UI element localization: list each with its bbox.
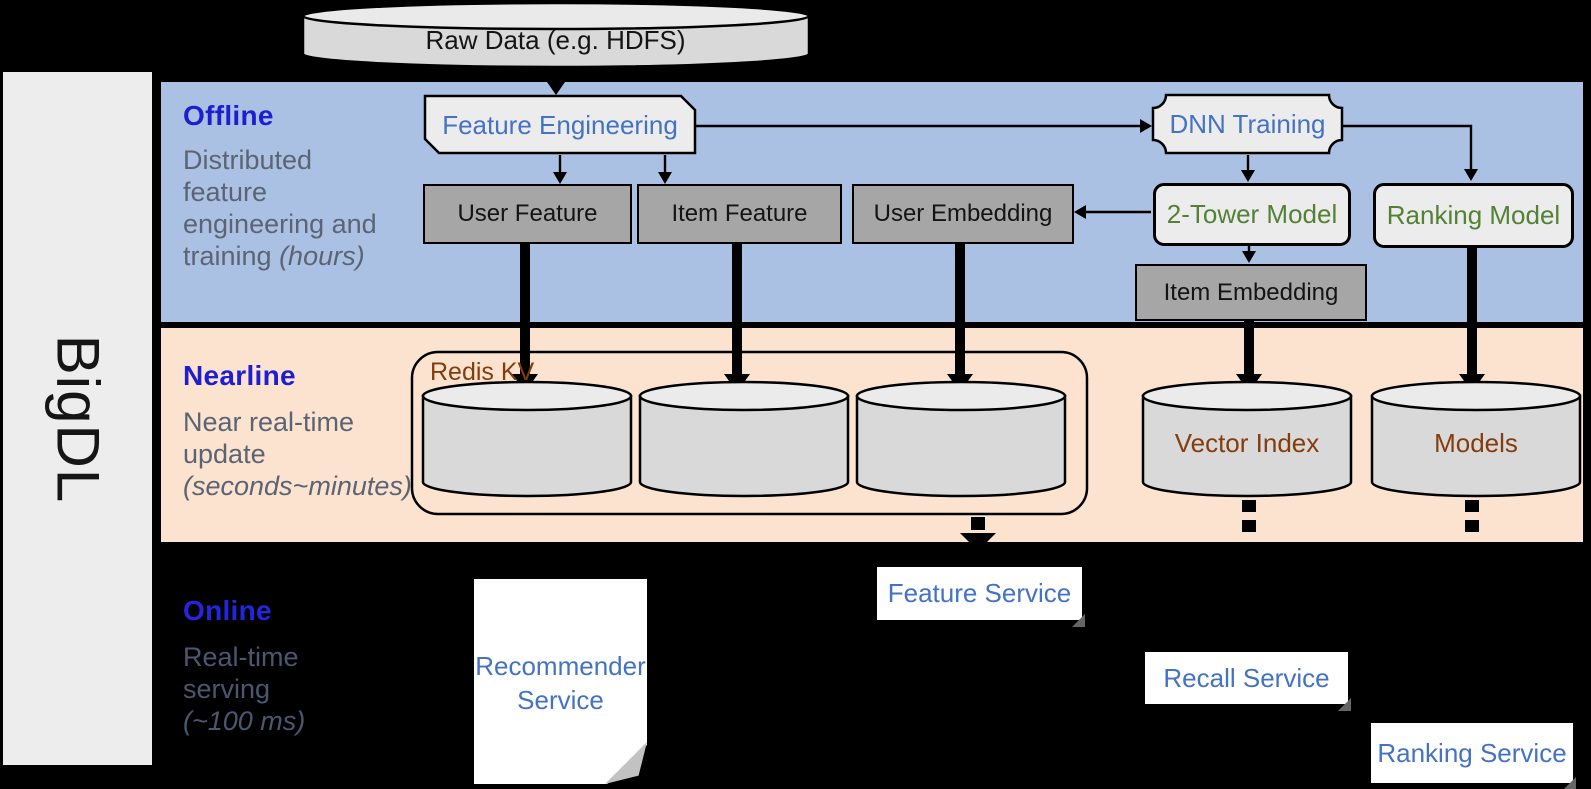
- offline-desc-hours: (hours): [279, 241, 365, 271]
- offline-desc-line: feature: [183, 177, 268, 207]
- models-cylinder: [1370, 380, 1582, 498]
- recommender-service-line2: Service: [517, 685, 604, 715]
- item-embedding-box: Item Embedding: [1135, 264, 1367, 321]
- ranking-model-box: Ranking Model: [1373, 183, 1574, 248]
- arrow-user-embedding-to-redis: [947, 243, 973, 392]
- ranking-service-label: Ranking Service: [1377, 737, 1567, 768]
- user-embedding-box: User Embedding: [852, 184, 1074, 244]
- dashed-arrow-models-to-ranking-service: [1465, 500, 1479, 532]
- feature-service-label: Feature Service: [887, 578, 1072, 608]
- ranking-service-box: Ranking Service: [1371, 723, 1576, 789]
- vector-index-label: Vector Index: [1174, 428, 1320, 458]
- feature-engineering-shape: [423, 94, 697, 155]
- offline-description: Distributed feature engineering and trai…: [183, 144, 377, 272]
- online-description: Real-time serving (~100 ms): [183, 641, 305, 737]
- bigdl-sidebar: BigDL: [3, 72, 152, 765]
- arrow-ranking-model-to-models: [1459, 244, 1485, 392]
- redis-cylinder-1: [421, 380, 633, 498]
- document-shape: [474, 579, 647, 784]
- two-tower-model-box: 2-Tower Model: [1153, 183, 1351, 246]
- nearline-description: Near real-time update (seconds~minutes): [183, 406, 412, 502]
- models-label: Models: [1434, 428, 1518, 458]
- redis-cylinder-3: [855, 380, 1067, 498]
- online-title: Online: [183, 595, 272, 626]
- arrow-rawdata-to-feature-engineering: [547, 68, 565, 95]
- offline-desc-line: engineering and: [183, 209, 377, 239]
- recall-service-box: Recall Service: [1145, 652, 1351, 711]
- redis-kv-label: Redis KV: [430, 358, 535, 386]
- arrow-dnn-to-ranking-model: [1343, 124, 1478, 181]
- offline-desc-line: training: [183, 241, 280, 271]
- offline-desc-line: Distributed: [183, 145, 313, 175]
- arrow-fe-to-item-feature: [658, 155, 672, 184]
- nearline-desc-latency: (seconds~minutes): [183, 471, 412, 501]
- item-feature-box: Item Feature: [637, 184, 842, 244]
- feature-engineering-label: Feature Engineering: [442, 109, 678, 140]
- dashed-arrow-redis-to-feature-service: [960, 517, 996, 551]
- raw-data-label: Raw Data (e.g. HDFS): [425, 25, 686, 55]
- recommender-service-line1: Recommender: [475, 651, 646, 681]
- raw-data-cylinder: [301, 1, 811, 69]
- arrow-fe-to-user-feature: [553, 155, 567, 184]
- online-desc-latency: (~100 ms): [183, 706, 306, 736]
- offline-title: Offline: [183, 100, 274, 131]
- redis-kv-container: [410, 350, 1089, 516]
- recommender-service-document: Recommender Service: [474, 579, 647, 784]
- online-desc-line: serving: [183, 674, 271, 704]
- nearline-desc-line: Near real-time: [183, 407, 355, 437]
- dnn-training-shape: [1151, 93, 1344, 155]
- arrow-dnn-to-two-tower: [1241, 155, 1255, 182]
- recall-service-label: Recall Service: [1163, 662, 1330, 693]
- vector-index-cylinder: [1141, 380, 1353, 498]
- redis-cylinder-2: [638, 380, 850, 498]
- arrow-fe-to-dnn-training: [696, 119, 1152, 133]
- nearline-desc-line: update: [183, 439, 266, 469]
- dnn-training-label: DNN Training: [1169, 108, 1326, 139]
- recommender-service-label: Recommender Service: [474, 649, 647, 717]
- online-desc-line: Real-time: [183, 642, 299, 672]
- feature-service-box: Feature Service: [877, 567, 1085, 627]
- dashed-arrow-vector-index-to-recall-service: [1242, 500, 1256, 532]
- nearline-title: Nearline: [183, 360, 296, 391]
- arrow-two-tower-to-user-embedding: [1074, 205, 1151, 219]
- arrow-item-feature-to-redis: [724, 243, 750, 392]
- user-feature-box: User Feature: [423, 184, 632, 244]
